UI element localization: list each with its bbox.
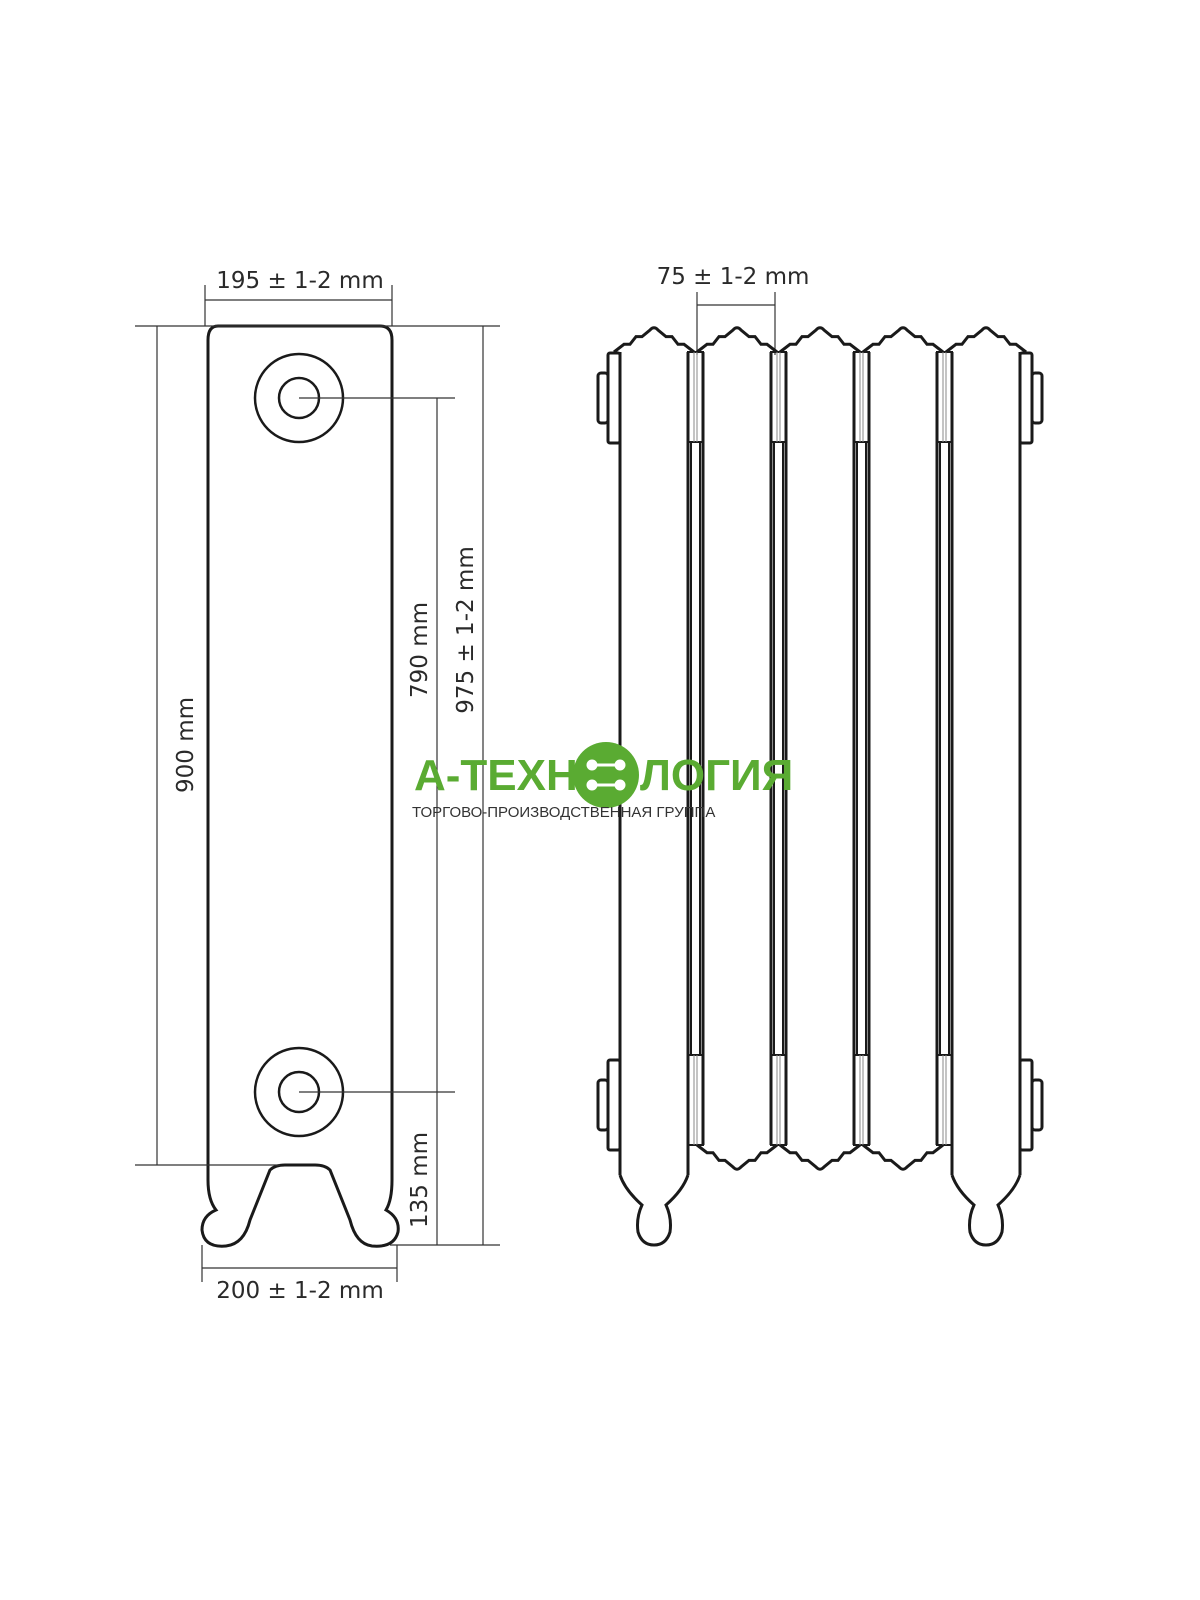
nipple-connector <box>687 1054 704 1146</box>
section-crown <box>613 326 695 354</box>
dimension-lines <box>135 285 776 1282</box>
axis-distance-label: 790 mm <box>407 602 433 698</box>
end-plug-cap <box>596 371 610 425</box>
nipple-connector <box>936 351 953 443</box>
section-crown <box>945 326 1027 354</box>
end-plug-cap <box>1030 1078 1044 1132</box>
nipple-connector <box>687 351 704 443</box>
section-bottom-crown <box>862 1143 944 1171</box>
front-view <box>596 326 1044 1247</box>
nipple-connector <box>853 351 870 443</box>
nipple-connector <box>770 1054 787 1146</box>
logo-link-icon <box>586 759 626 791</box>
section-side-outline <box>200 324 400 1248</box>
top-width-label: 195 ± 1-2 mm <box>216 268 383 294</box>
end-plug <box>606 351 622 445</box>
logo-name-right: ЛОГИЯ <box>640 751 793 800</box>
section-crown <box>779 326 861 354</box>
logo: А-ТЕХН ЛОГИЯ ТОРГОВО-ПРОИЗВОДСТВЕННАЯ ГР… <box>412 742 793 821</box>
foot-height-label: 135 mm <box>407 1132 433 1228</box>
body-height-label: 900 mm <box>173 697 199 793</box>
logo-subtitle: ТОРГОВО-ПРОИЗВОДСТВЕННАЯ ГРУППА <box>412 804 715 821</box>
nipple-connector <box>770 351 787 443</box>
section-pitch-label: 75 ± 1-2 mm <box>657 264 810 290</box>
section-foot <box>950 1174 1022 1247</box>
nipple-connector <box>853 1054 870 1146</box>
end-plug <box>1018 1058 1034 1152</box>
bottom-width-label: 200 ± 1-2 mm <box>216 1278 383 1304</box>
end-plug <box>1018 351 1034 445</box>
end-plug <box>606 1058 622 1152</box>
section-crown <box>862 326 944 354</box>
nipple-connector <box>936 1054 953 1146</box>
section-bottom-crown <box>779 1143 861 1171</box>
logo-circle-icon <box>573 742 639 808</box>
section-foot <box>618 1174 690 1247</box>
end-plug-cap <box>596 1078 610 1132</box>
section-bottom-crown <box>696 1143 778 1171</box>
logo-name-left: А-ТЕХН <box>414 751 578 800</box>
end-plug-cap <box>1030 371 1044 425</box>
side-view <box>200 324 400 1248</box>
total-height-label: 975 ± 1-2 mm <box>453 546 479 713</box>
section-crown <box>696 326 778 354</box>
